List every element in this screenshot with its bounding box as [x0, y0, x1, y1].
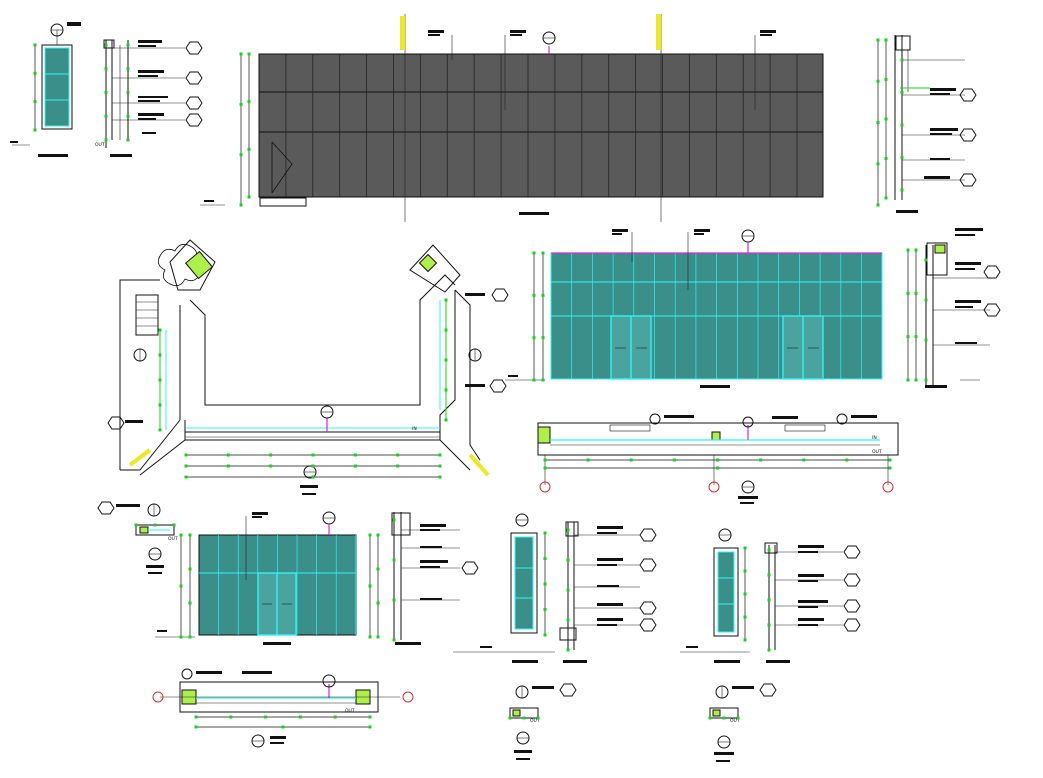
section-facade-top-right: [877, 35, 977, 213]
section-entrance-bottom: [391, 512, 479, 645]
detail-tall-window-center: [453, 513, 555, 663]
door-label-in: IN: [872, 435, 877, 441]
detail-window-section-top-left: OUT: [95, 39, 203, 157]
plan-strip-entrance: OUT: [152, 668, 414, 748]
key-detail-bottom-right: OUT: [709, 683, 777, 762]
detail-window-elevation-top-left: [10, 22, 81, 157]
key-detail-bottom-center: OUT: [509, 683, 577, 760]
elevation-cladding-facade: [200, 14, 824, 222]
door-label-in: IN: [412, 426, 417, 432]
dimension-ticks: [33, 38, 928, 729]
detail-tall-window-center-section: [559, 521, 657, 663]
detail-tall-window-right: [680, 528, 750, 663]
door-label-out: OUT: [730, 718, 740, 724]
floor-plan-u-shape: IN: [107, 239, 509, 495]
key-detail-bottom-left: OUT: [97, 501, 178, 574]
door-label-out: OUT: [530, 718, 540, 724]
door-label-out: OUT: [95, 142, 105, 148]
detail-tall-window-right-section: [764, 542, 861, 663]
section-curtain-wall-right: [907, 228, 1001, 388]
door-label-out: OUT: [168, 536, 178, 542]
elevation-glazed-entrance-bottom: [155, 511, 379, 645]
door-label-out: OUT: [345, 708, 355, 714]
elevation-curtain-wall-glazed: [505, 229, 883, 388]
door-label-out: OUT: [872, 449, 882, 455]
